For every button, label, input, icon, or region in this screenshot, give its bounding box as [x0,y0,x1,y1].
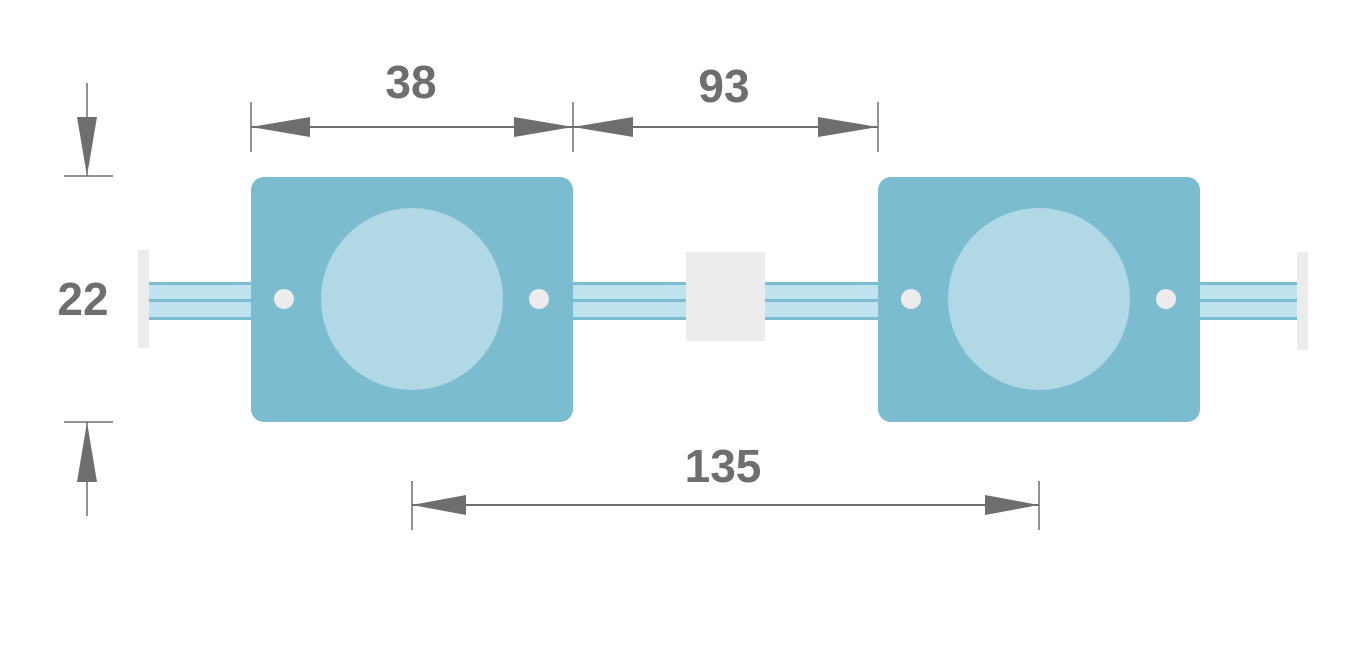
dimension-module-gap: 93 [573,60,879,152]
wire-assembly [138,250,1308,350]
arrowhead-up-icon [77,422,97,482]
arrowhead-down-icon [77,117,97,176]
led-lens [321,208,503,390]
mount-hole-left [274,289,294,309]
wire-connector [686,252,765,341]
dimension-label-module-width: 38 [385,56,436,108]
left-end-cap [138,250,149,348]
mount-hole-right [1156,289,1176,309]
led-lens [948,208,1130,390]
right-module [878,177,1200,422]
arrowhead-right-icon [985,495,1039,515]
dimension-module-width: 38 [250,56,574,152]
arrowhead-left-icon [251,117,310,137]
mount-hole-right [529,289,549,309]
left-module [251,177,573,422]
mount-hole-left [901,289,921,309]
right-end-cap [1297,252,1308,350]
wire-right [1200,282,1297,320]
arrowhead-right-icon [818,117,878,137]
arrowhead-right-icon [514,117,573,137]
wire-left [149,282,251,320]
dimension-label-module-gap: 93 [698,60,749,112]
dimension-label-height: 22 [57,273,108,325]
dimension-pitch: 135 [411,440,1040,530]
arrowhead-left-icon [412,495,466,515]
dimension-label-pitch: 135 [685,440,762,492]
arrowhead-left-icon [573,117,633,137]
dimension-height: 22 [57,83,113,516]
